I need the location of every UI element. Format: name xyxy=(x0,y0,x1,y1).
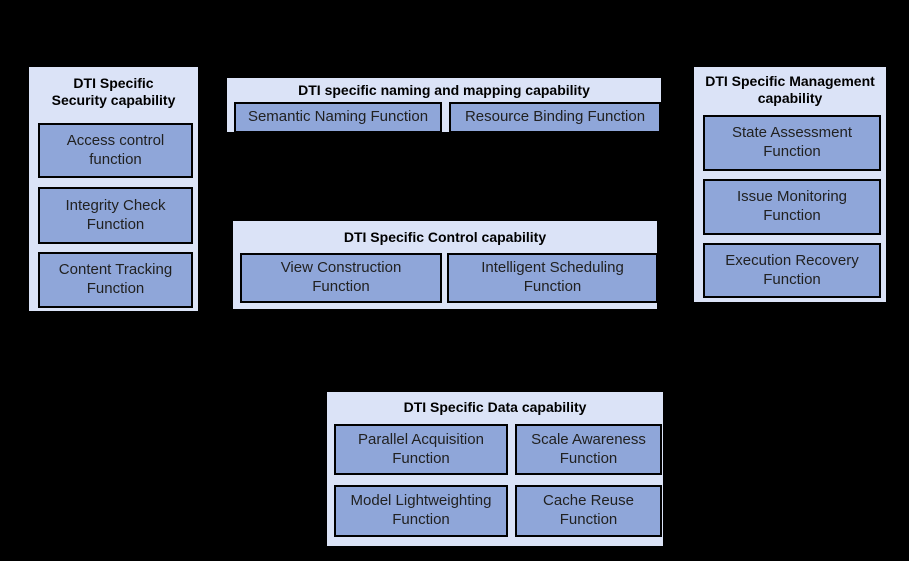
management-capability-title: DTI Specific Management capability xyxy=(705,73,875,107)
cache-reuse-function-box: Cache Reuse Function xyxy=(515,485,662,537)
naming-mapping-capability-title: DTI specific naming and mapping capabili… xyxy=(298,82,590,98)
parallel-acquisition-function-box: Parallel Acquisition Function xyxy=(334,424,508,475)
view-construction-function-box: View Construction Function xyxy=(240,253,442,303)
security-capability-group: DTI Specific Security capability Access … xyxy=(27,65,200,313)
resource-binding-function-box: Resource Binding Function xyxy=(449,102,661,133)
issue-monitoring-function-box: Issue Monitoring Function xyxy=(703,179,881,235)
management-capability-group: DTI Specific Management capability State… xyxy=(692,65,888,304)
integrity-check-function-box: Integrity Check Function xyxy=(38,187,193,244)
semantic-naming-function-box: Semantic Naming Function xyxy=(234,102,442,133)
model-lightweighting-function-box: Model Lightweighting Function xyxy=(334,485,508,537)
data-capability-title: DTI Specific Data capability xyxy=(403,399,587,415)
state-assessment-function-box: State Assessment Function xyxy=(703,115,881,171)
content-tracking-function-box: Content Tracking Function xyxy=(38,252,193,308)
naming-mapping-capability-group: DTI specific naming and mapping capabili… xyxy=(225,76,663,134)
data-capability-group: DTI Specific Data capability Parallel Ac… xyxy=(325,390,665,548)
access-control-function-box: Access control function xyxy=(38,123,193,178)
control-capability-title: DTI Specific Control capability xyxy=(343,229,547,245)
security-capability-title: DTI Specific Security capability xyxy=(51,75,176,109)
scale-awareness-function-box: Scale Awareness Function xyxy=(515,424,662,475)
control-capability-group: DTI Specific Control capability View Con… xyxy=(231,219,659,311)
execution-recovery-function-box: Execution Recovery Function xyxy=(703,243,881,298)
intelligent-scheduling-function-box: Intelligent Scheduling Function xyxy=(447,253,658,303)
